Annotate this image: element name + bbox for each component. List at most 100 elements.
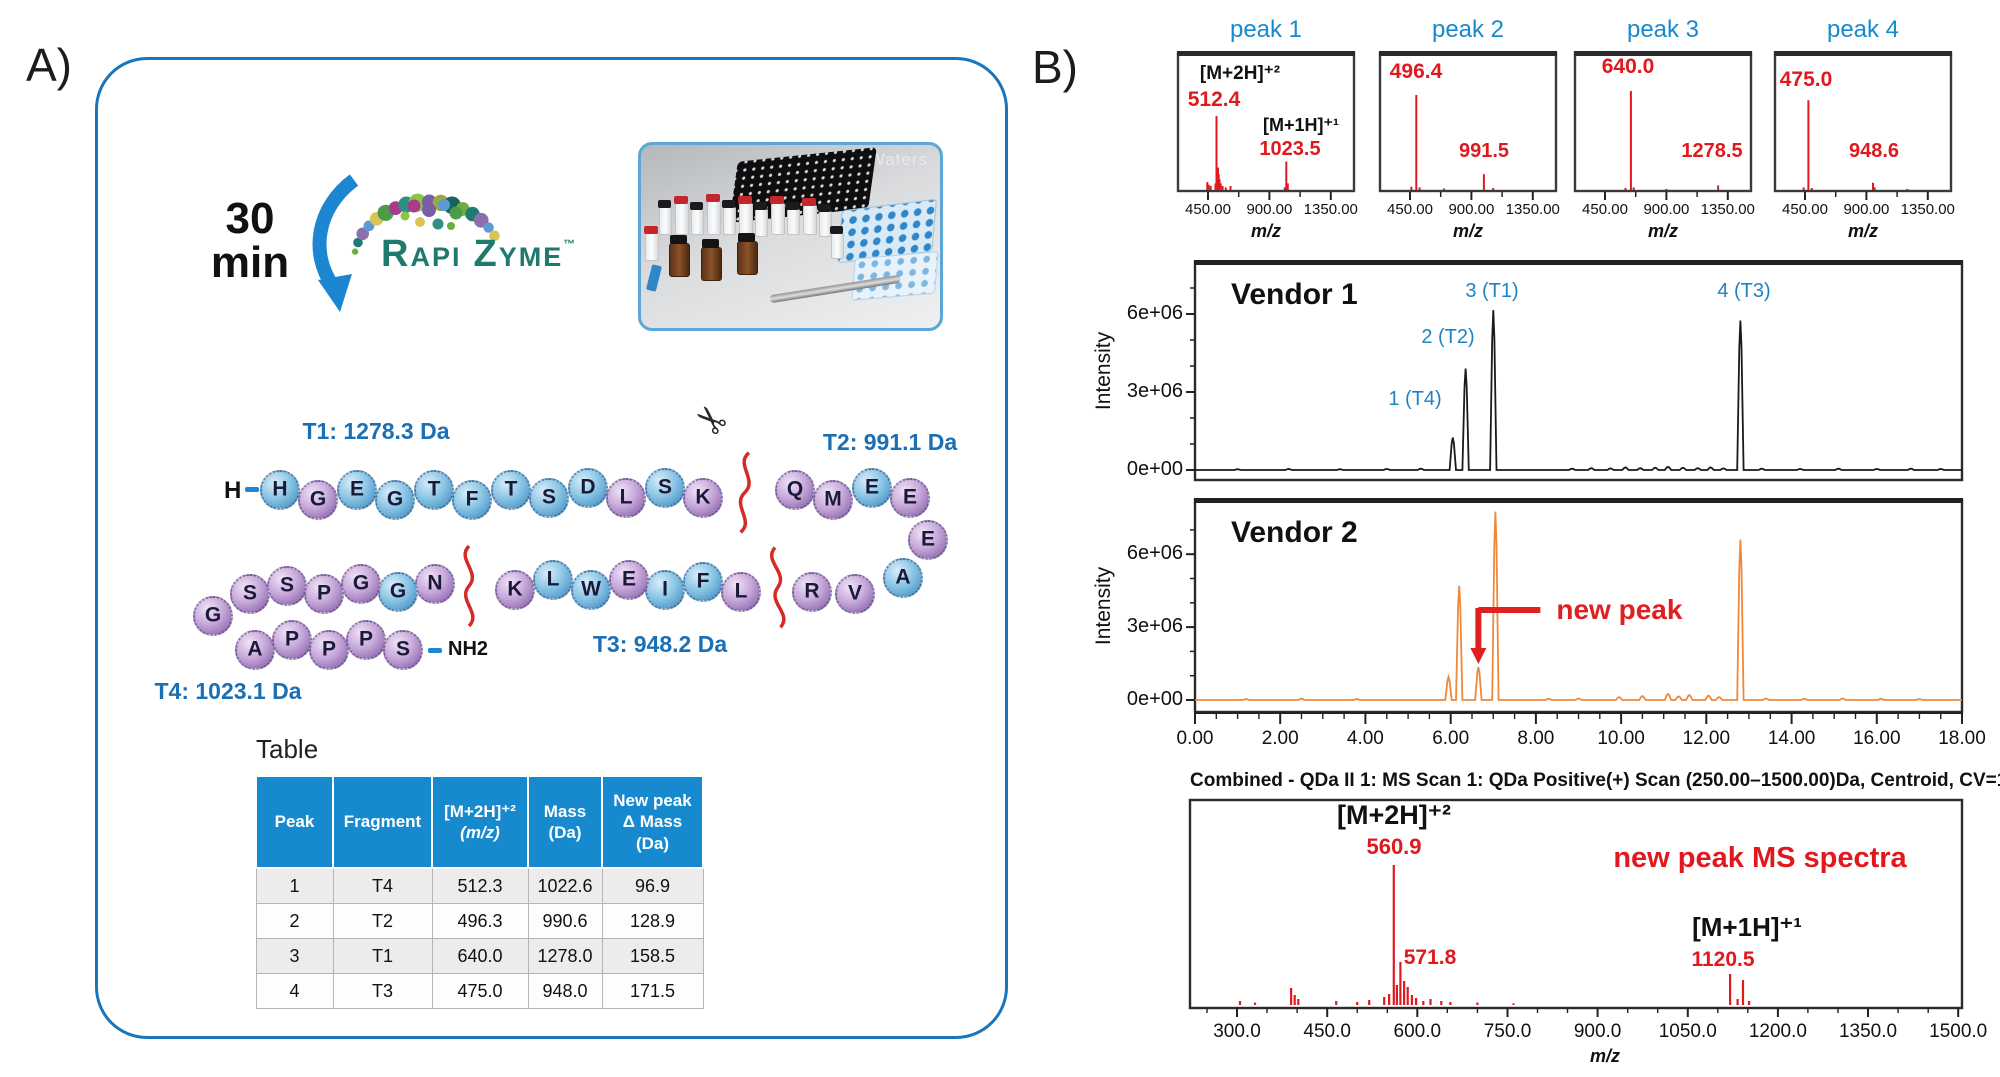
amino-acid-bead: W [571,570,611,610]
mini-spectrum-title: peak 2 [1431,16,1505,43]
x-tick-label: 1500.0 [1929,1021,1988,1042]
chromatogram-peak-label: 4 (T3) [1717,280,1771,302]
amino-acid-bead: V [835,574,875,614]
vial [739,203,753,235]
amino-acid-bead: P [304,574,344,614]
vial-cap [658,200,671,208]
table-cell: T4 [332,867,433,904]
amino-acid-bead: T [491,470,531,510]
vial-cap [738,196,752,204]
logo-dot [489,230,500,241]
mini-spectrum-title: peak 3 [1626,16,1700,43]
chromatogram-peak-label: 1 (T4) [1388,388,1442,410]
amino-acid-letter: M [824,487,842,511]
x-tick-label: 450.00 [1582,201,1628,218]
amino-acid-bead: S [645,468,685,508]
vial [771,203,785,235]
bottle-cap [738,233,755,242]
y-tick-label: 0e+00 [1126,688,1183,710]
vial-cap [754,202,767,210]
new-peak-ms-label: new peak MS spectra [1613,842,1907,874]
amino-acid-letter: L [619,485,633,509]
table-cell: 1278.0 [527,938,603,974]
logo-dot [438,199,450,211]
amino-acid-letter: S [395,637,411,661]
amino-acid-bead: A [235,630,275,670]
table-cell: 496.3 [431,903,529,939]
table-cell: 1022.6 [527,867,603,904]
amino-acid-letter: H [272,477,288,501]
amino-acid-bead: F [452,480,492,520]
amino-acid-letter: P [284,627,300,651]
x-tick-label: 1350.0 [1838,1021,1898,1042]
peak-annotation: 560.9 [1366,834,1422,859]
x-tick-label: 600.0 [1393,1021,1442,1042]
amino-acid-letter: S [657,475,673,499]
terminus-dash [428,648,442,653]
vial-cap [706,194,720,202]
amino-acid-letter: A [247,637,263,661]
amino-acid-bead: G [193,596,233,636]
table-cell: 2 [255,903,334,939]
blue-pipette [646,264,662,292]
amino-acid-letter: V [847,581,863,605]
x-tick-label: 16.00 [1853,728,1901,749]
bottom-spectrum-box [1188,798,1964,1010]
vial [691,209,704,235]
amino-acid-letter: G [309,487,327,511]
x-tick-label: 750.0 [1483,1021,1532,1042]
vial-cap [818,204,831,212]
amino-acid-bead: K [495,570,535,610]
vial-cap [786,202,799,210]
x-tick-label: 10.00 [1597,728,1645,749]
x-axis-label: m/z [1452,221,1484,241]
x-tick-label: 450.00 [1387,201,1433,218]
x-tick-label: 900.00 [1448,201,1495,218]
x-tick-label: 18.00 [1938,728,1986,749]
amino-acid-bead: A [883,558,923,598]
amino-acid-letter: S [279,573,295,597]
amino-acid-letter: I [662,577,668,601]
new-peak-arrow [1470,648,1487,664]
table-cell: T1 [332,938,433,974]
table-header-line: (m/z) [460,823,500,842]
amino-acid-bead: G [378,572,418,612]
fragment-mass-label: T1: 1278.3 Da [302,418,450,444]
vial-cap [644,226,658,234]
chromatogram-trace [1195,310,1962,471]
table-header-cell: Peak [255,775,334,869]
amino-acid-letter: N [427,571,443,595]
c-terminus-label: NH2 [448,638,489,660]
x-tick-label: 450.00 [1782,201,1828,218]
table-cell: T2 [332,903,433,939]
amino-acid-bead: E [852,468,892,508]
amino-acid-bead: E [908,520,948,560]
x-tick-label: 900.0 [1573,1021,1622,1042]
amino-acid-bead: L [721,572,761,612]
peak-annotation: 1278.5 [1681,140,1743,162]
y-tick-label: 6e+06 [1126,542,1183,565]
amino-acid-bead: P [346,620,386,660]
amino-acid-letter: E [920,527,936,551]
x-tick-label: 900.00 [1246,201,1293,218]
amino-acid-letter: P [321,637,337,661]
x-tick-label: 14.00 [1767,728,1816,749]
logo-letters: YME [498,242,564,272]
x-tick-label: 450.0 [1303,1021,1351,1042]
amino-acid-bead: D [568,468,608,508]
amino-acid-letter: A [895,565,911,589]
y-tick-label: 3e+06 [1126,380,1183,402]
amino-acid-bead: L [533,560,573,600]
x-tick-label: 900.00 [1643,201,1690,218]
x-axis-label: m/z [1647,221,1679,241]
logo-dot [351,248,359,255]
amino-acid-letter: L [546,567,560,591]
panel-a-label: A) [26,39,72,91]
table-header-cell: [M+2H]⁺²(m/z) [431,775,529,869]
x-tick-label: 1200.0 [1748,1021,1807,1042]
logo-letter: R [381,233,411,275]
table-header-line: (Da) [548,823,582,842]
x-tick-label: 0.00 [1176,728,1214,749]
